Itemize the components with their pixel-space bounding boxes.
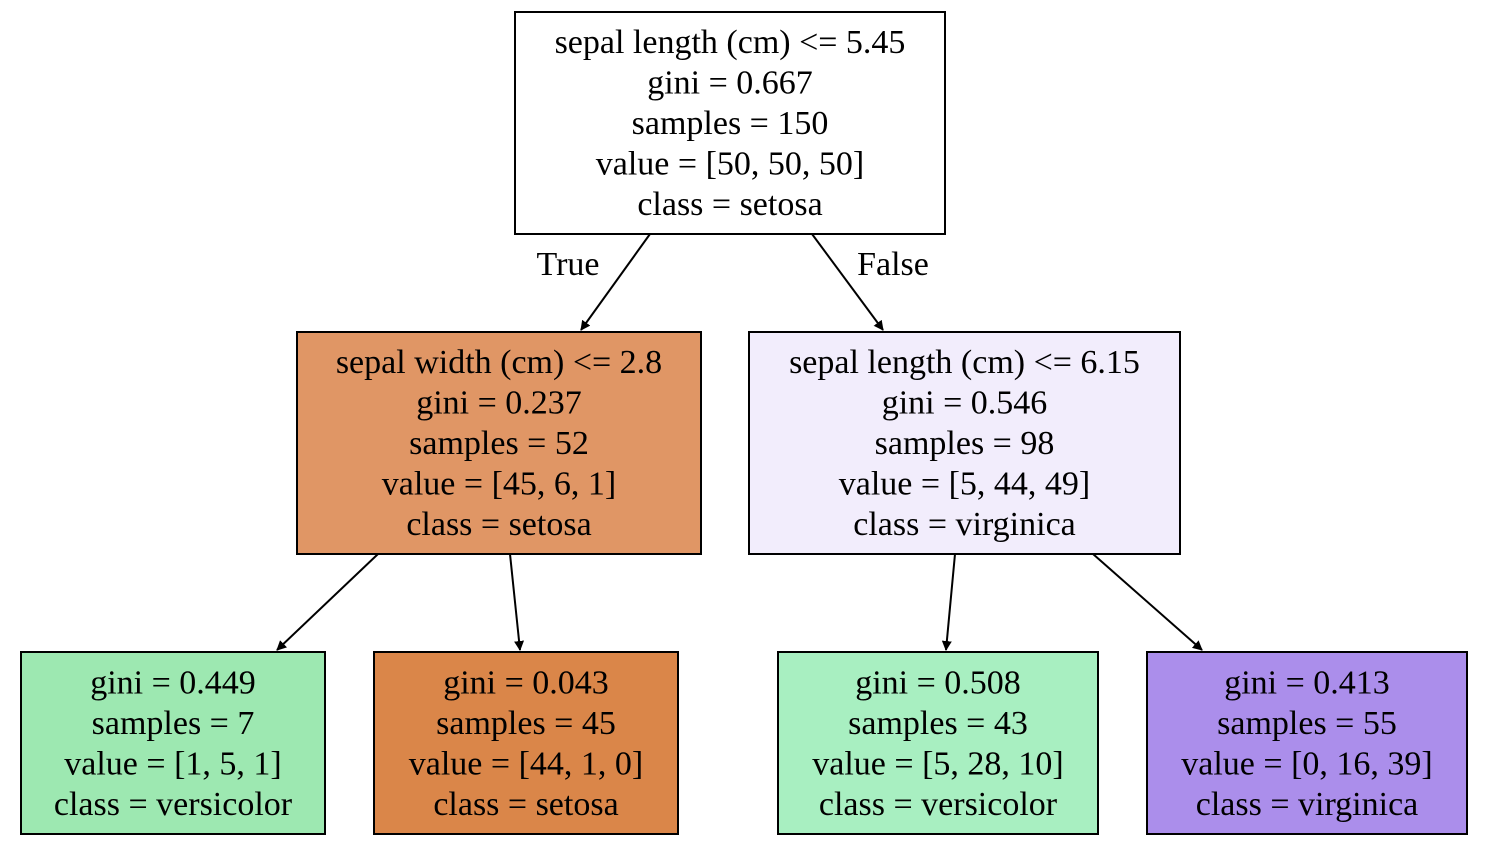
node-text-line: gini = 0.413: [1224, 664, 1390, 701]
node-text-line: value = [5, 28, 10]: [812, 745, 1063, 782]
node-text-line: value = [5, 44, 49]: [839, 466, 1090, 503]
node-text-line: gini = 0.546: [882, 385, 1048, 422]
tree-node-n0: sepal length (cm) <= 5.45 gini = 0.667sam…: [514, 11, 946, 235]
node-box: [748, 331, 1181, 555]
tree-node-n1: sepal width (cm) <= 2.8 gini = 0.237sampl…: [296, 331, 702, 555]
node-text-line: sepal width (cm) <= 2.8: [336, 344, 662, 381]
node-box: [296, 331, 702, 555]
node-text-line: class = versicolor: [54, 786, 293, 823]
node-box: [777, 651, 1099, 835]
edge-arrow-n1-n3: [276, 553, 379, 651]
edge-arrow-n2-n6: [1092, 553, 1203, 651]
node-text-line: class = setosa: [637, 186, 822, 223]
node-text-line: samples = 45: [436, 705, 616, 742]
node-text-line: sepal length (cm) <= 5.45: [555, 24, 906, 61]
node-text-line: samples = 43: [848, 705, 1028, 742]
node-text-line: class = versicolor: [819, 786, 1058, 823]
node-text-line: sepal length (cm) <= 6.15: [789, 344, 1140, 381]
node-text-line: value = [1, 5, 1]: [64, 745, 281, 782]
node-text-line: value = [45, 6, 1]: [382, 466, 616, 503]
edge-arrow-n1-n4: [509, 553, 525, 651]
edge-arrow-n2-n5: [941, 553, 956, 651]
node-text-line: value = [50, 50, 50]: [596, 146, 864, 183]
edge-arrow-n0-n1: [580, 233, 651, 331]
node-box: [514, 11, 946, 235]
node-text-line: gini = 0.043: [443, 664, 609, 701]
node-text-line: gini = 0.237: [416, 385, 582, 422]
node-box: [1146, 651, 1468, 835]
node-text-line: samples = 7: [92, 705, 255, 742]
edges: True False: [276, 233, 1203, 651]
node-box: [373, 651, 679, 835]
node-text-line: class = setosa: [433, 786, 618, 823]
node-text-line: value = [0, 16, 39]: [1181, 745, 1432, 782]
edge-label-false: False: [857, 246, 929, 283]
node-text-line: class = virginica: [853, 506, 1076, 543]
edge-arrow-n0-n2: [811, 233, 884, 331]
node-text-line: gini = 0.508: [855, 664, 1021, 701]
node-text-line: gini = 0.449: [90, 664, 256, 701]
tree-node-n2: sepal length (cm) <= 6.15 gini = 0.546sam…: [748, 331, 1181, 555]
node-text-line: samples = 52: [409, 425, 589, 462]
node-text-line: class = setosa: [406, 506, 591, 543]
node-text-line: gini = 0.667: [647, 65, 813, 102]
node-text-line: value = [44, 1, 0]: [409, 745, 643, 782]
node-text-line: class = virginica: [1196, 786, 1419, 823]
node-text-line: samples = 55: [1217, 705, 1397, 742]
edge-label-true: True: [537, 246, 600, 283]
node-text-line: samples = 98: [875, 425, 1055, 462]
node-box: [20, 651, 326, 835]
node-text-line: samples = 150: [632, 105, 829, 142]
